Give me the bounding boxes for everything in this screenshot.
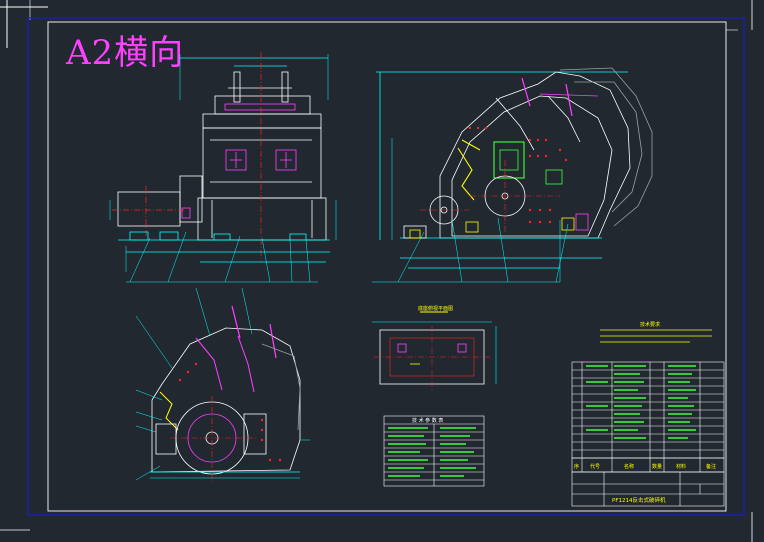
sheet-size-label: A2横向: [66, 33, 185, 73]
parameters-table: [383, 415, 485, 487]
tech-req-title: 技术要求: [640, 321, 660, 328]
svg-text:名称: 名称: [624, 463, 634, 470]
svg-text:代号: 代号: [590, 463, 600, 470]
svg-text:序: 序: [574, 463, 579, 470]
titleblock-name: PF1214反击式破碎机: [612, 496, 666, 504]
side-view: [372, 67, 653, 283]
svg-text:数量: 数量: [652, 463, 662, 470]
section-view: [135, 287, 310, 482]
detail-title: 底座俯视平面图: [418, 305, 453, 312]
svg-text:备注: 备注: [706, 463, 716, 470]
tech-requirements: [600, 329, 712, 343]
title-block: [571, 471, 725, 507]
front-view: [109, 52, 337, 283]
bill-of-materials: [571, 361, 725, 473]
base-plan-detail: [372, 311, 497, 390]
svg-text:材料: 材料: [676, 463, 686, 470]
bom-header: 序 代号 名称 数量 材料 备注: [574, 463, 716, 470]
parameters-table-title: 技 术 参 数 表: [412, 417, 443, 424]
